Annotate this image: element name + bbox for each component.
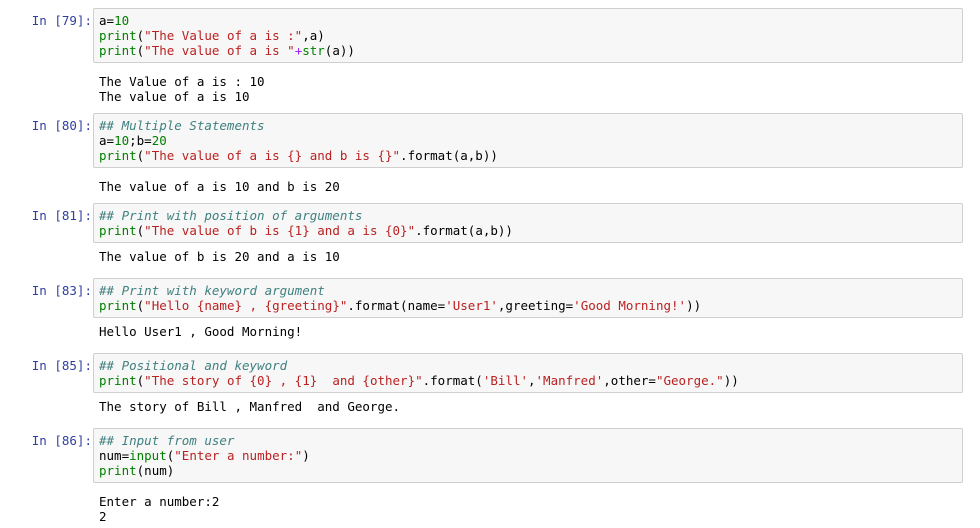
code-token: ( [136,43,145,58]
code-line: ## Print with keyword argument [99,283,957,298]
code-token: 10 [114,13,130,28]
code-token: .format(a,b)) [400,148,498,163]
code-line: a=10 [99,13,957,28]
code-token: ## Positional and keyword [99,358,288,373]
code-token: "The value of a is " [144,43,295,58]
code-token: ( [136,148,145,163]
output-line: The value of a is 10 and b is 20 [99,179,340,194]
code-token: ## Print with keyword argument [99,283,325,298]
code-token: a= [99,13,115,28]
cell-output: The story of Bill , Manfred and George. [99,399,400,414]
code-token: print [99,463,137,478]
code-token: "The value of a is {} and b is {}" [144,148,401,163]
code-line: ## Print with position of arguments [99,208,957,223]
code-token: (a)) [324,43,355,58]
code-token: 'Bill' [482,373,528,388]
code-line: print("The value of a is {} and b is {}"… [99,148,957,163]
cell-prompt: In [83]: [31,283,92,298]
code-token: ## Input from user [99,433,235,448]
output-line: 2 [99,509,107,524]
code-token: .format(name= [347,298,446,313]
code-token: ( [136,373,145,388]
code-line: print("The value of a is "+str(a)) [99,43,957,58]
code-token: print [99,223,137,238]
code-token: 'User1' [445,298,498,313]
output-line: The Value of a is : 10 [99,74,265,89]
code-token: (num) [136,463,175,478]
code-line: print("The Value of a is :",a) [99,28,957,43]
cell-prompt: In [80]: [31,118,92,133]
code-token: ( [166,448,175,463]
code-token: .format(a,b)) [415,223,513,238]
code-token: ,other= [603,373,656,388]
output-line: Hello User1 , Good Morning! [99,324,303,339]
code-token: ( [136,223,145,238]
code-token: ,greeting= [497,298,574,313]
code-token: str [302,43,325,58]
code-token: ( [136,28,145,43]
code-token: ( [136,298,145,313]
code-token: input [129,448,167,463]
code-line: ## Input from user [99,433,957,448]
code-token: ) [302,448,310,463]
code-token: print [99,28,137,43]
code-line: print("The story of {0} , {1} and {other… [99,373,957,388]
cell-output: The value of a is 10 and b is 20 [99,179,340,194]
cell-prompt: In [81]: [31,208,92,223]
code-token: 20 [151,133,167,148]
code-token: print [99,148,137,163]
code-token: "George." [655,373,724,388]
code-token: 'Manfred' [535,373,604,388]
code-line: print("Hello {name} , {greeting}".format… [99,298,957,313]
code-token: 'Good Morning!' [573,298,687,313]
code-token: + [294,43,303,58]
cell-output: Hello User1 , Good Morning! [99,324,302,339]
code-token: 10 [114,133,130,148]
code-token: "The Value of a is :" [144,28,303,43]
code-line: ## Multiple Statements [99,118,957,133]
code-line: print(num) [99,463,957,478]
cell-prompt: In [79]: [31,13,92,28]
code-line: a=10;b=20 [99,133,957,148]
code-token: "Hello {name} , {greeting}" [144,298,348,313]
code-token: ,a) [302,28,325,43]
code-token: )) [723,373,739,388]
code-token: a= [99,133,115,148]
code-token: print [99,43,137,58]
code-token: , [528,373,536,388]
code-line: print("The value of b is {1} and a is {0… [99,223,957,238]
code-token: .format( [422,373,483,388]
code-token: )) [686,298,702,313]
output-line: The value of a is 10 [99,89,250,104]
code-token: ## Multiple Statements [99,118,265,133]
code-line: ## Positional and keyword [99,358,957,373]
code-token: num= [99,448,130,463]
code-token: ## Print with position of arguments [99,208,363,223]
code-token: "The story of {0} , {1} and {other}" [144,373,423,388]
output-line: The story of Bill , Manfred and George. [99,399,401,414]
cell-output: The value of b is 20 and a is 10 [99,249,340,264]
code-token: "Enter a number:" [174,448,303,463]
output-line: Enter a number:2 [99,494,220,509]
code-line: num=input("Enter a number:") [99,448,957,463]
code-token: ;b= [129,133,152,148]
cell-prompt: In [86]: [31,433,92,448]
code-token: print [99,298,137,313]
output-line: The value of b is 20 and a is 10 [99,249,340,264]
cell-prompt: In [85]: [31,358,92,373]
code-token: "The value of b is {1} and a is {0}" [144,223,416,238]
code-token: print [99,373,137,388]
